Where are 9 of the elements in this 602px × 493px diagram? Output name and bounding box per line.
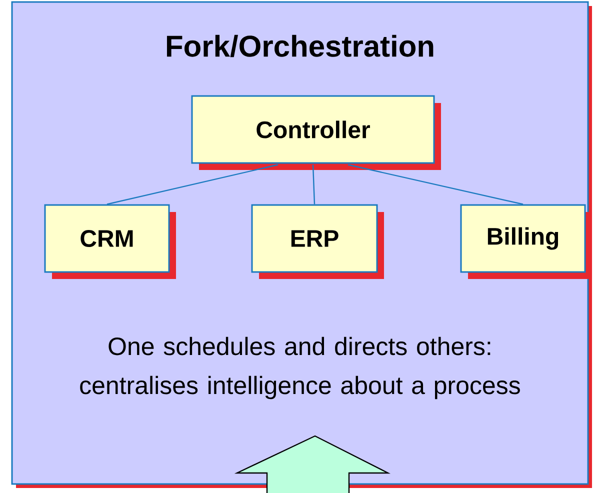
controller-box: Controller <box>191 95 441 170</box>
system-box: CRM <box>44 204 176 279</box>
system-box: ERP <box>251 204 384 279</box>
connector-line <box>312 164 316 204</box>
connector-line <box>348 164 524 205</box>
system-box: Billing <box>460 204 592 279</box>
connector-line <box>106 164 278 205</box>
description-text: One schedules and directs others: centralises intelligence about a process <box>80 336 520 400</box>
panel-title: Fork/Orchestration <box>166 34 434 58</box>
